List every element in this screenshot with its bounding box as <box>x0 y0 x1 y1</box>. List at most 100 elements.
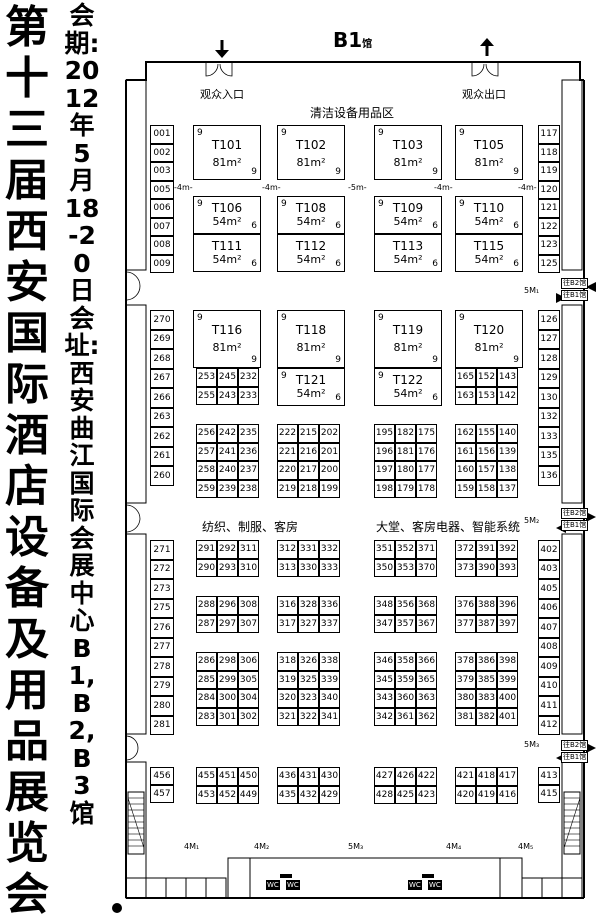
standard-booth: 330 <box>298 558 319 577</box>
standard-booth: 317 <box>277 614 298 633</box>
side-booth: 006 <box>150 199 174 218</box>
standard-booth: 158 <box>476 479 497 498</box>
standard-booth: 350 <box>374 558 395 577</box>
standard-booth: 219 <box>277 479 298 498</box>
standard-booth: 342 <box>374 707 395 726</box>
booth-area: 81m² <box>393 341 423 354</box>
standard-booth: 178 <box>416 479 437 498</box>
standard-booth: 367 <box>416 614 437 633</box>
side-booth: 456 <box>150 767 174 785</box>
standard-booth: 327 <box>298 614 319 633</box>
standard-booth: 245 <box>217 368 238 387</box>
corner-number: 6 <box>513 259 519 269</box>
side-booth: 123 <box>538 236 560 255</box>
standard-booth: 160 <box>455 461 476 480</box>
corner-number: 9 <box>378 199 384 209</box>
booth-area: 81m² <box>296 156 326 169</box>
standard-booth: 222 <box>277 424 298 443</box>
standard-booth: 357 <box>395 614 416 633</box>
standard-booth: 323 <box>298 689 319 708</box>
standard-booth: 345 <box>374 670 395 689</box>
standard-booth: 422 <box>416 767 437 786</box>
side-booth: 411 <box>538 696 560 716</box>
standard-booth: 143 <box>497 368 518 387</box>
standard-booth: 316 <box>277 596 298 615</box>
corner-number: 6 <box>432 259 438 269</box>
booth-id: T116 <box>211 323 243 337</box>
side-booth: 276 <box>150 618 174 638</box>
standard-booth: 283 <box>196 707 217 726</box>
booth-id: T118 <box>295 323 327 337</box>
standard-booth: 425 <box>395 785 416 804</box>
standard-booth: 176 <box>416 442 437 461</box>
booth-area: 54m² <box>474 253 504 266</box>
aisle-width-label: -5m- <box>348 183 367 192</box>
booth-area: 54m² <box>212 253 242 266</box>
standard-booth: 179 <box>395 479 416 498</box>
wc-sign: WC <box>266 880 280 890</box>
standard-booth: 161 <box>455 442 476 461</box>
standard-booth: 365 <box>416 670 437 689</box>
standard-booth: 372 <box>455 540 476 559</box>
corner-number: 9 <box>281 371 287 381</box>
side-booth: 127 <box>538 329 560 349</box>
standard-booth: 288 <box>196 596 217 615</box>
standard-booth: 393 <box>497 558 518 577</box>
standard-booth: 291 <box>196 540 217 559</box>
exit-to-hall: 往B2馆 <box>561 278 589 289</box>
corner-number: 9 <box>335 355 341 365</box>
side-booth: 412 <box>538 715 560 735</box>
standard-booth: 386 <box>476 652 497 671</box>
side-booth: 003 <box>150 162 174 181</box>
standard-booth: 363 <box>416 689 437 708</box>
booth-area: 81m² <box>474 156 504 169</box>
standard-booth: 449 <box>238 785 259 804</box>
corner-number: 9 <box>251 355 257 365</box>
booth-id: T106 <box>211 201 243 215</box>
booth-area: 81m² <box>474 341 504 354</box>
side-booth: 408 <box>538 637 560 657</box>
standard-booth: 351 <box>374 540 395 559</box>
standard-booth: 196 <box>374 442 395 461</box>
corner-number: 9 <box>378 371 384 381</box>
standard-booth: 257 <box>196 442 217 461</box>
side-booth: 120 <box>538 180 560 199</box>
booth-id: T120 <box>473 323 505 337</box>
page-title: 第十三届西安国际酒店设备及用品展览会 <box>5 2 49 920</box>
arrow-up-icon <box>480 38 494 56</box>
standard-booth: 398 <box>497 652 518 671</box>
standard-booth: 356 <box>395 596 416 615</box>
standard-booth: 301 <box>217 707 238 726</box>
side-booth: 263 <box>150 407 174 427</box>
exit-to-hall: 往B2馆 <box>561 508 589 519</box>
standard-booth: 452 <box>217 785 238 804</box>
aisle-width-label: 4M₁ <box>184 842 200 851</box>
standard-booth: 305 <box>238 670 259 689</box>
standard-booth: 311 <box>238 540 259 559</box>
booth-id: T112 <box>295 239 327 253</box>
standard-booth: 353 <box>395 558 416 577</box>
standard-booth: 328 <box>298 596 319 615</box>
side-booth: 402 <box>538 540 560 560</box>
side-booth: 413 <box>538 767 560 785</box>
corner-number: 6 <box>335 259 341 269</box>
side-aisle-label: 5M₂ <box>524 516 540 525</box>
side-booth: 260 <box>150 466 174 486</box>
standard-booth: 340 <box>319 689 340 708</box>
side-booth: 403 <box>538 559 560 579</box>
aisle-width-label: 5M₃ <box>348 842 364 851</box>
standard-booth: 198 <box>374 479 395 498</box>
standard-booth: 326 <box>298 652 319 671</box>
aisle-width-label: -4m- <box>434 183 453 192</box>
standard-booth: 436 <box>277 767 298 786</box>
side-booth: 267 <box>150 368 174 388</box>
side-booth: 119 <box>538 162 560 181</box>
standard-booth: 431 <box>298 767 319 786</box>
side-booth: 409 <box>538 657 560 677</box>
aisle-width-label: 4M₅ <box>518 842 534 851</box>
